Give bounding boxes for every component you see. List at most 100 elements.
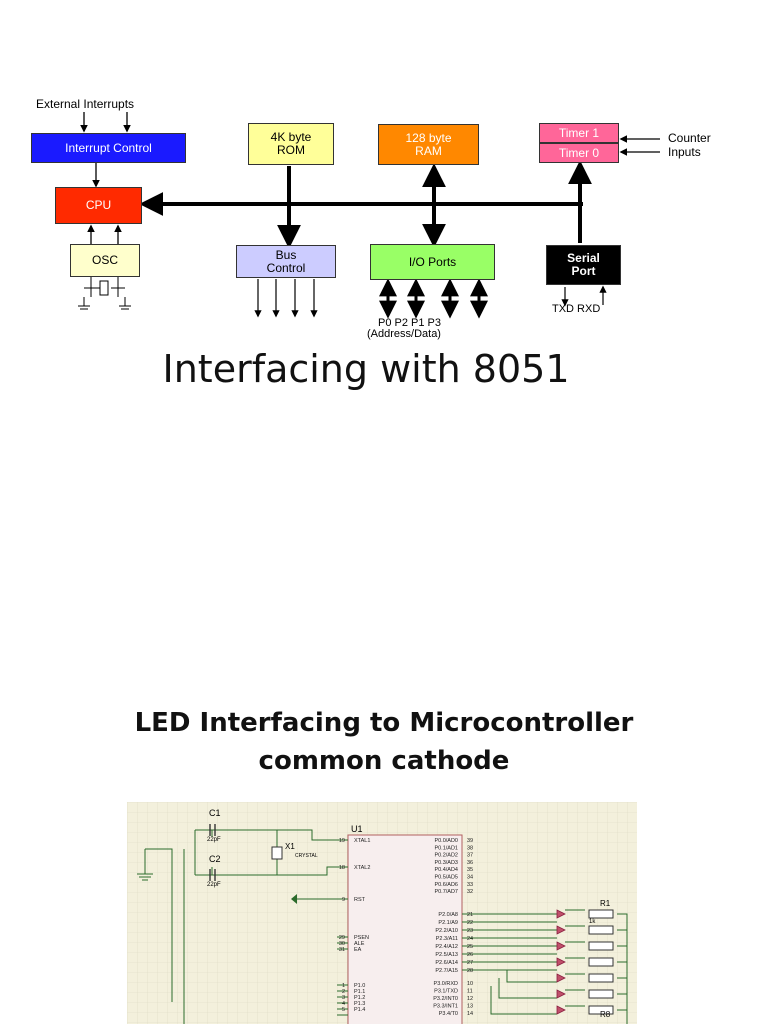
counter-line1: Counter (668, 131, 711, 145)
interrupt-control-block: Interrupt Control (31, 133, 186, 163)
c1-label: C1 (209, 808, 221, 818)
chip-pin-name: P1.4 (354, 1007, 365, 1013)
chip-pin-name: P2.0/A8 (438, 912, 458, 918)
chip-pin-number: 31 (339, 947, 345, 953)
chip-pin-name: P3.4/T0 (439, 1011, 458, 1017)
external-interrupts-label: External Interrupts (36, 97, 135, 111)
chip-pin-number: 35 (467, 867, 473, 873)
ram-line2: RAM (415, 143, 442, 158)
chip-pin-name: P0.7/AD7 (434, 889, 458, 895)
chip-pin-number: 5 (342, 1007, 345, 1013)
rom-block: 4K byte ROM (248, 123, 334, 165)
counter-inputs-label: Counter Inputs (668, 131, 711, 159)
cpu-block: CPU (55, 187, 142, 224)
c2-value: 22pF (207, 882, 221, 888)
chip-pin-name: P0.5/AD5 (434, 875, 458, 881)
x1-label: X1 (285, 842, 295, 851)
chip-pin-name: P0.0/AD0 (434, 838, 458, 844)
c1-value: 22pF (207, 837, 221, 843)
chip-pin-number: 21 (467, 912, 473, 918)
chip-pin-number: 28 (467, 968, 473, 974)
chip-pin-name: P2.4/A12 (435, 944, 458, 950)
slide1-title: Interfacing with 8051 (162, 347, 570, 391)
chip-pin-number: 26 (467, 952, 473, 958)
diagram-wires (78, 112, 660, 319)
chip-pin-number: 29 (339, 935, 345, 941)
chip-pin-number: 23 (467, 928, 473, 934)
bus-control-block: Bus Control (236, 245, 336, 278)
chip-pin-number: 11 (467, 989, 473, 995)
chip-pin-number: 25 (467, 944, 473, 950)
address-data-label: (Address/Data) (367, 328, 441, 340)
chip-pin-number: 24 (467, 936, 473, 942)
chip-pin-name: P2.1/A9 (438, 920, 458, 926)
ram-line1: 128 byte (405, 130, 452, 145)
chip-pin-number: 30 (339, 941, 345, 947)
serial-line2: Port (571, 264, 596, 278)
osc-block: OSC (70, 244, 140, 277)
ports-label: P0 P2 P1 P3 (378, 317, 441, 329)
chip-pin-name: P2.6/A14 (435, 960, 458, 966)
chip-pin-name: XTAL2 (354, 865, 370, 871)
chip-pin-name: P0.3/AD3 (434, 860, 458, 866)
r8-label: R8 (600, 1010, 611, 1019)
bus-line1: Bus (275, 247, 297, 262)
chip-pin-number: 12 (467, 996, 473, 1002)
io-ports-block: I/O Ports (370, 244, 495, 280)
u1-label: U1 (351, 824, 363, 834)
chip-pin-name: P0.6/AD6 (434, 882, 458, 888)
chip-pin-name: P1.1 (354, 989, 365, 995)
counter-line2: Inputs (668, 145, 701, 159)
chip-pin-number: 10 (467, 981, 473, 987)
x1-type: CRYSTAL (295, 853, 318, 859)
ram-block: 128 byte RAM (378, 124, 479, 165)
block-diagram-8051: External Interrupts Interrupt Control CP… (0, 0, 768, 345)
chip-pin-number: 32 (467, 889, 473, 895)
chip-pin-name: P0.2/AD2 (434, 853, 458, 859)
chip-pin-number: 22 (467, 920, 473, 926)
slide2-title: LED Interfacing to Microcontroller commo… (0, 704, 768, 780)
chip-pin-name: XTAL1 (354, 838, 370, 844)
rom-line2: ROM (277, 143, 305, 157)
rom-line1: 4K byte (270, 130, 312, 144)
r1-label: R1 (600, 899, 611, 908)
r1-value: 1k (589, 919, 596, 925)
chip-pin-number: 27 (467, 960, 473, 966)
chip-pin-number: 33 (467, 882, 473, 888)
chip-pin-number: 36 (467, 860, 473, 866)
chip-pin-number: 18 (339, 865, 345, 871)
chip-pin-name: PSEN (354, 935, 369, 941)
slide2-title-line1: LED Interfacing to Microcontroller (134, 708, 634, 738)
chip-pin-number: 9 (342, 897, 345, 903)
bus-line2: Control (266, 260, 306, 275)
chip-pin-name: P2.2/A10 (435, 928, 458, 934)
chip-pin-name: P0.1/AD1 (434, 845, 458, 851)
chip-pin-name: P3.2/INT0 (433, 996, 458, 1002)
txd-rxd-label: TXD RXD (552, 303, 601, 315)
chip-pin-name: P0.4/AD4 (434, 867, 458, 873)
chip-pin-name: P2.3/A11 (436, 936, 458, 942)
chip-pin-name: P2.7/A15 (435, 968, 458, 974)
chip-pin-name: RST (354, 897, 366, 903)
serial-port-block: Serial Port (546, 245, 621, 285)
chip-pin-name: P2.5/A13 (435, 952, 458, 958)
chip-pin-number: 3 (342, 995, 345, 1001)
chip-pin-name: ALE (354, 941, 365, 947)
chip-pin-number: 1 (342, 983, 345, 989)
chip-pin-number: 38 (467, 845, 473, 851)
chip-pin-number: 14 (467, 1011, 473, 1017)
chip-pin-name: P3.1/TXD (434, 989, 458, 995)
chip-pin-number: 37 (467, 853, 473, 859)
serial-line1: Serial (567, 251, 600, 265)
chip-pin-number: 13 (467, 1004, 473, 1010)
chip-pin-name: P3.3/INT1 (433, 1004, 458, 1010)
chip-pin-number: 2 (342, 989, 345, 995)
chip-pin-number: 19 (339, 838, 345, 844)
timer1-block: Timer 1 (539, 123, 619, 143)
chip-pin-number: 34 (467, 875, 473, 881)
chip-pin-name: EA (354, 947, 362, 953)
chip-pin-name: P1.0 (354, 983, 365, 989)
chip-pin-number: 4 (342, 1001, 345, 1007)
